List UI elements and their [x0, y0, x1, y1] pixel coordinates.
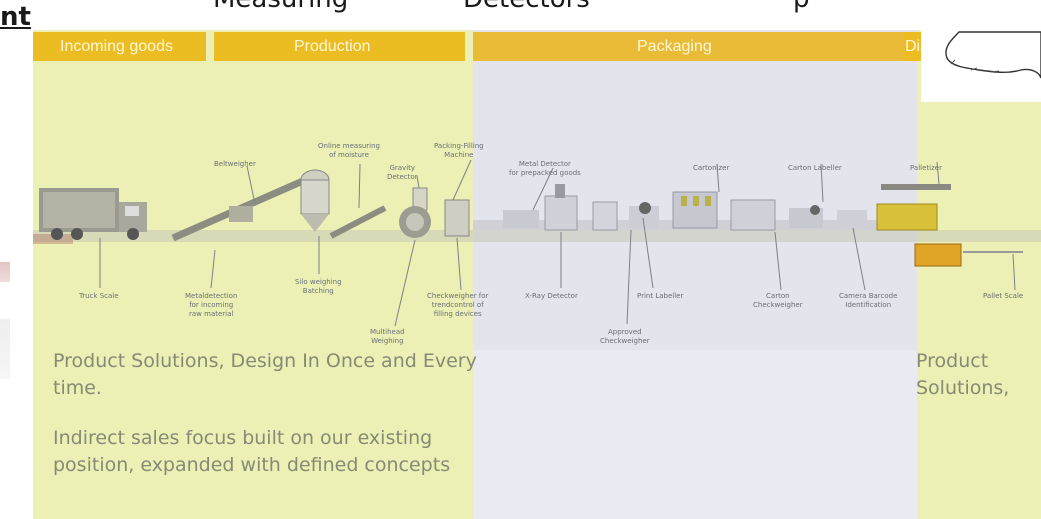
label-camera-barcode: Camera Barcode Identification [839, 292, 898, 309]
label-checkweigher-trend: Checkweigher for trendcontrol of filling… [427, 292, 489, 318]
title-fragment-tail: p [793, 0, 810, 14]
stage-band-packaging: Packaging [473, 32, 917, 61]
label-multihead-weighing: Multihead Weighing [370, 328, 405, 345]
label-carton-labeller: Carton Labeller [788, 164, 842, 172]
map-thumbnail [921, 30, 1041, 102]
stage-band-incoming-goods: Incoming goods [33, 32, 206, 61]
edge-mark [0, 319, 10, 379]
label-beltweigher: Beltweigher [214, 160, 256, 168]
label-palletizer: Palletizer [910, 164, 942, 172]
production-line-illustration [33, 159, 1041, 327]
label-metal-detector-prepacked: Metal Detector for prepacked goods [509, 160, 581, 177]
label-metal-detection-raw: Metaldetection for incoming raw material [185, 292, 238, 318]
label-online-moisture: Online measuring of moisture [318, 142, 381, 159]
body-paragraph-1: Product Solutions, Design In Once and Ev… [53, 350, 477, 399]
label-pallet-scale: Pallet Scale [983, 292, 1024, 300]
label-xray-detector: X-Ray Detector [525, 292, 578, 300]
label-silo-weighing: Silo weighing Batching [295, 278, 342, 295]
title-fragment-detectors: Detectors [463, 0, 590, 14]
label-truck-scale: Truck Scale [79, 292, 119, 300]
edge-mark [0, 262, 10, 282]
label-approved-checkweigher: Approved Checkweigher [600, 328, 650, 345]
stage-band-production: Production [214, 32, 465, 61]
body-paragraph-2: Indirect sales focus built on our existi… [53, 427, 451, 476]
stage-label: Incoming goods [60, 38, 173, 55]
title-fragment-left: nt [0, 2, 31, 30]
stage-label: Packaging [637, 38, 712, 55]
label-print-labeller: Print Labeller [637, 292, 684, 300]
stage-label: Production [294, 38, 371, 55]
label-gravity-detector: Gravity Detector [387, 164, 418, 181]
production-line-panel: Incoming goods Production Packaging Dis [33, 30, 1041, 519]
body-paragraph-right: Product Solutions, [916, 350, 1010, 399]
left-edge-strip [0, 34, 33, 519]
packaging-highlight-lower [473, 350, 917, 519]
label-packing-filling: Packing-Filling Machine [434, 142, 484, 159]
title-fragment-measuring: Measuring [213, 0, 348, 14]
label-carton-checkweigher: Carton Checkweigher [753, 292, 803, 309]
label-cartonizer: Cartonizer [693, 164, 730, 172]
slide-title-fragment: nt Measuring Detectors p [0, 0, 1041, 30]
